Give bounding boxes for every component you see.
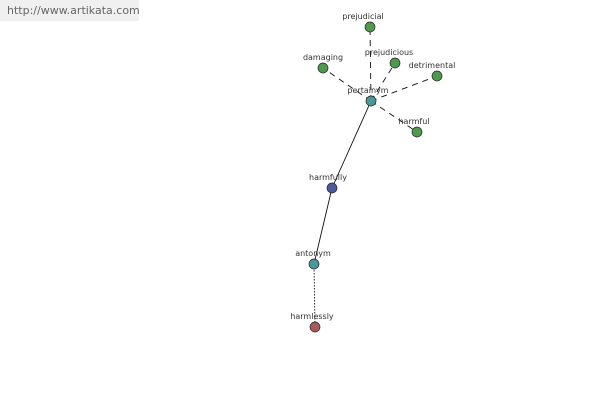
- node-circle-harmful[interactable]: [411, 126, 423, 138]
- node-harmlessly[interactable]: harmlessly: [290, 312, 334, 333]
- node-pertainym[interactable]: pertainym: [347, 86, 389, 107]
- node-antonym[interactable]: antonym: [295, 249, 331, 270]
- node-label-harmlessly: harmlessly: [290, 312, 334, 321]
- node-circle-prejudicious[interactable]: [389, 57, 401, 69]
- node-label-prejudicial: prejudicial: [342, 12, 383, 21]
- node-circle-prejudicial[interactable]: [364, 21, 376, 33]
- edge-harmfully-to-antonym: [313, 187, 333, 265]
- node-prejudicial[interactable]: prejudicial: [342, 12, 384, 33]
- node-label-damaging: damaging: [303, 53, 343, 62]
- node-label-antonym: antonym: [295, 249, 331, 258]
- node-label-harmful: harmful: [398, 117, 429, 126]
- node-detrimental[interactable]: detrimental: [409, 61, 456, 82]
- node-label-detrimental: detrimental: [409, 61, 456, 70]
- node-circle-antonym[interactable]: [308, 258, 320, 270]
- node-harmfully[interactable]: harmfully: [309, 173, 347, 194]
- watermark-url[interactable]: http://www.artikata.com: [0, 0, 139, 21]
- node-circle-harmlessly[interactable]: [309, 321, 321, 333]
- node-label-pertainym: pertainym: [347, 86, 388, 95]
- edge-harmfully-to-pertainym: [331, 100, 372, 189]
- node-circle-damaging[interactable]: [317, 62, 329, 74]
- edge-pertainym-to-prejudicious: [370, 62, 396, 102]
- edge-pertainym-to-detrimental: [370, 75, 438, 102]
- edges-layer: [313, 26, 438, 328]
- edge-pertainym-to-harmful: [370, 100, 418, 133]
- nodes-layer: prejudicial prejudicious detrimental damagi…: [290, 12, 456, 333]
- node-circle-harmfully[interactable]: [326, 182, 338, 194]
- node-label-harmfully: harmfully: [309, 173, 347, 182]
- edge-pertainym-to-prejudicial: [369, 26, 372, 102]
- node-prejudicious[interactable]: prejudicious: [365, 48, 413, 69]
- node-circle-pertainym[interactable]: [365, 95, 377, 107]
- node-damaging[interactable]: damaging: [303, 53, 343, 74]
- node-harmful[interactable]: harmful: [398, 117, 430, 138]
- node-circle-detrimental[interactable]: [431, 70, 443, 82]
- edge-pertainym-to-damaging: [322, 67, 372, 102]
- node-label-prejudicious: prejudicious: [365, 48, 413, 57]
